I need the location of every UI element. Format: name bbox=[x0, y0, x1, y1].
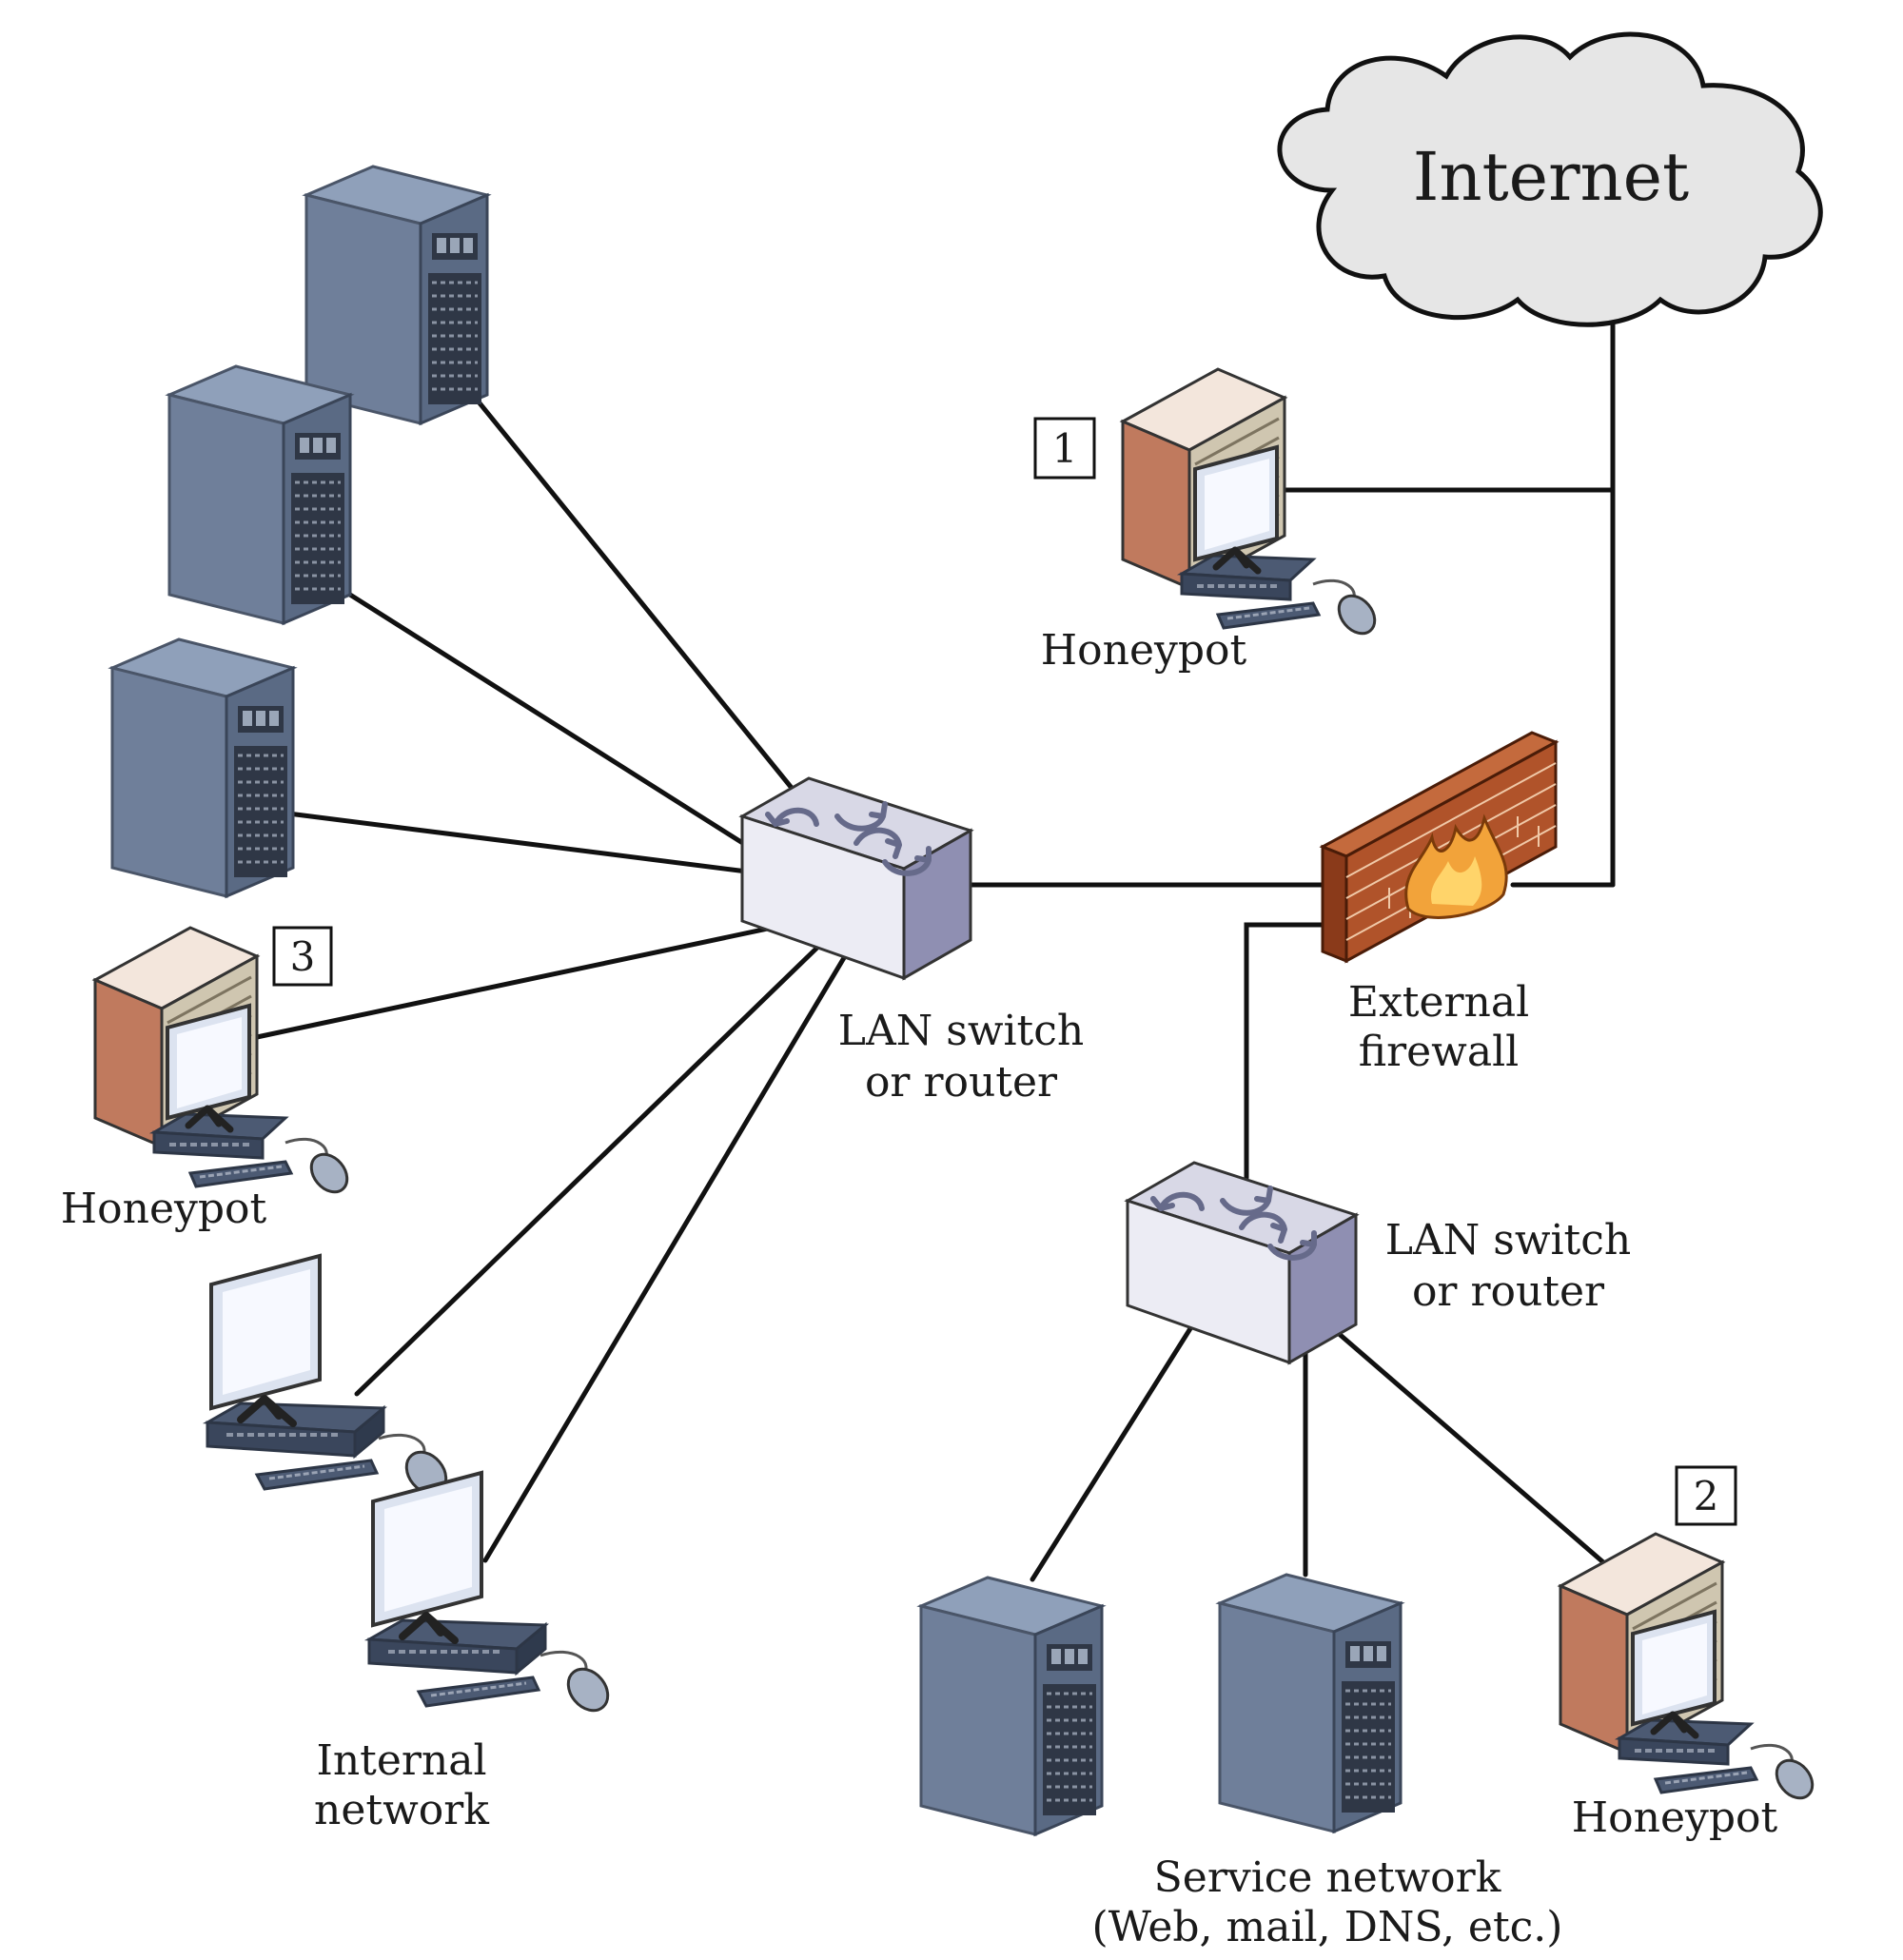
service-network-line-1: Service network bbox=[1154, 1853, 1501, 1902]
internal-network-label: Internal network bbox=[314, 1736, 489, 1834]
server-icon bbox=[919, 1576, 1104, 1836]
internal-network-line-1: Internal bbox=[316, 1736, 486, 1785]
internet-cloud: Internet bbox=[1277, 31, 1823, 327]
workstation-icon bbox=[369, 1473, 616, 1718]
honeypot-1: 1 Honeypot bbox=[1033, 369, 1382, 675]
switch-icon bbox=[742, 778, 971, 978]
internet-label: Internet bbox=[1413, 138, 1689, 216]
links bbox=[254, 316, 1616, 1582]
external-firewall: External firewall bbox=[1319, 731, 1560, 1076]
honeypot-2: 2 Honeypot bbox=[1560, 1465, 1819, 1842]
switch-label-line-1: LAN switch bbox=[1385, 1216, 1631, 1264]
link-honeypot3 bbox=[254, 920, 797, 1040]
honeypot-number: 2 bbox=[1694, 1473, 1719, 1519]
internal-network-line-2: network bbox=[314, 1786, 489, 1834]
switch-label-line-2: or router bbox=[865, 1058, 1058, 1107]
link-workstation-2 bbox=[482, 953, 848, 1563]
honeypot-number-box bbox=[1675, 1465, 1737, 1526]
server-icon bbox=[304, 165, 489, 425]
service-network-line-2: (Web, mail, DNS, etc.) bbox=[1092, 1903, 1563, 1951]
honeypot-computer-icon bbox=[1123, 369, 1382, 640]
link-service-server-1 bbox=[1030, 1320, 1197, 1582]
internal-lan-switch: LAN switch or router bbox=[742, 778, 1084, 1107]
service-lan-switch: LAN switch or router bbox=[1128, 1163, 1631, 1362]
switch-icon bbox=[1128, 1163, 1356, 1362]
firewall-icon bbox=[1319, 731, 1560, 964]
cloud-icon bbox=[1277, 31, 1823, 327]
honeypot-number-box bbox=[1033, 417, 1096, 480]
link-firewall-service-switch bbox=[1244, 922, 1325, 1181]
switch-label-line-1: LAN switch bbox=[838, 1007, 1084, 1055]
workstation-icon bbox=[207, 1256, 454, 1501]
honeypot-number: 1 bbox=[1052, 425, 1078, 472]
link-server-low bbox=[285, 811, 750, 874]
honeypot-label: Honeypot bbox=[1572, 1793, 1778, 1842]
server-icon bbox=[110, 637, 295, 898]
firewall-label-line-1: External bbox=[1348, 978, 1529, 1027]
service-network-label: Service network (Web, mail, DNS, etc.) bbox=[1092, 1853, 1563, 1951]
firewall-label-line-2: firewall bbox=[1359, 1028, 1519, 1076]
link-server-mid bbox=[340, 587, 755, 852]
server-icon bbox=[1218, 1573, 1403, 1833]
honeypot-3: 3 Honeypot bbox=[61, 928, 355, 1233]
server-icon bbox=[167, 364, 352, 625]
link-server-top bbox=[470, 392, 802, 800]
switch-label-line-2: or router bbox=[1412, 1267, 1605, 1316]
honeypot-label: Honeypot bbox=[1041, 626, 1247, 675]
honeypot-number-box bbox=[272, 926, 333, 987]
honeypot-label: Honeypot bbox=[61, 1185, 267, 1233]
honeypot-number: 3 bbox=[290, 933, 316, 980]
link-workstation-1 bbox=[354, 939, 826, 1397]
link-service-honeypot2 bbox=[1334, 1329, 1606, 1565]
honeypot-computer-icon bbox=[1560, 1534, 1819, 1805]
